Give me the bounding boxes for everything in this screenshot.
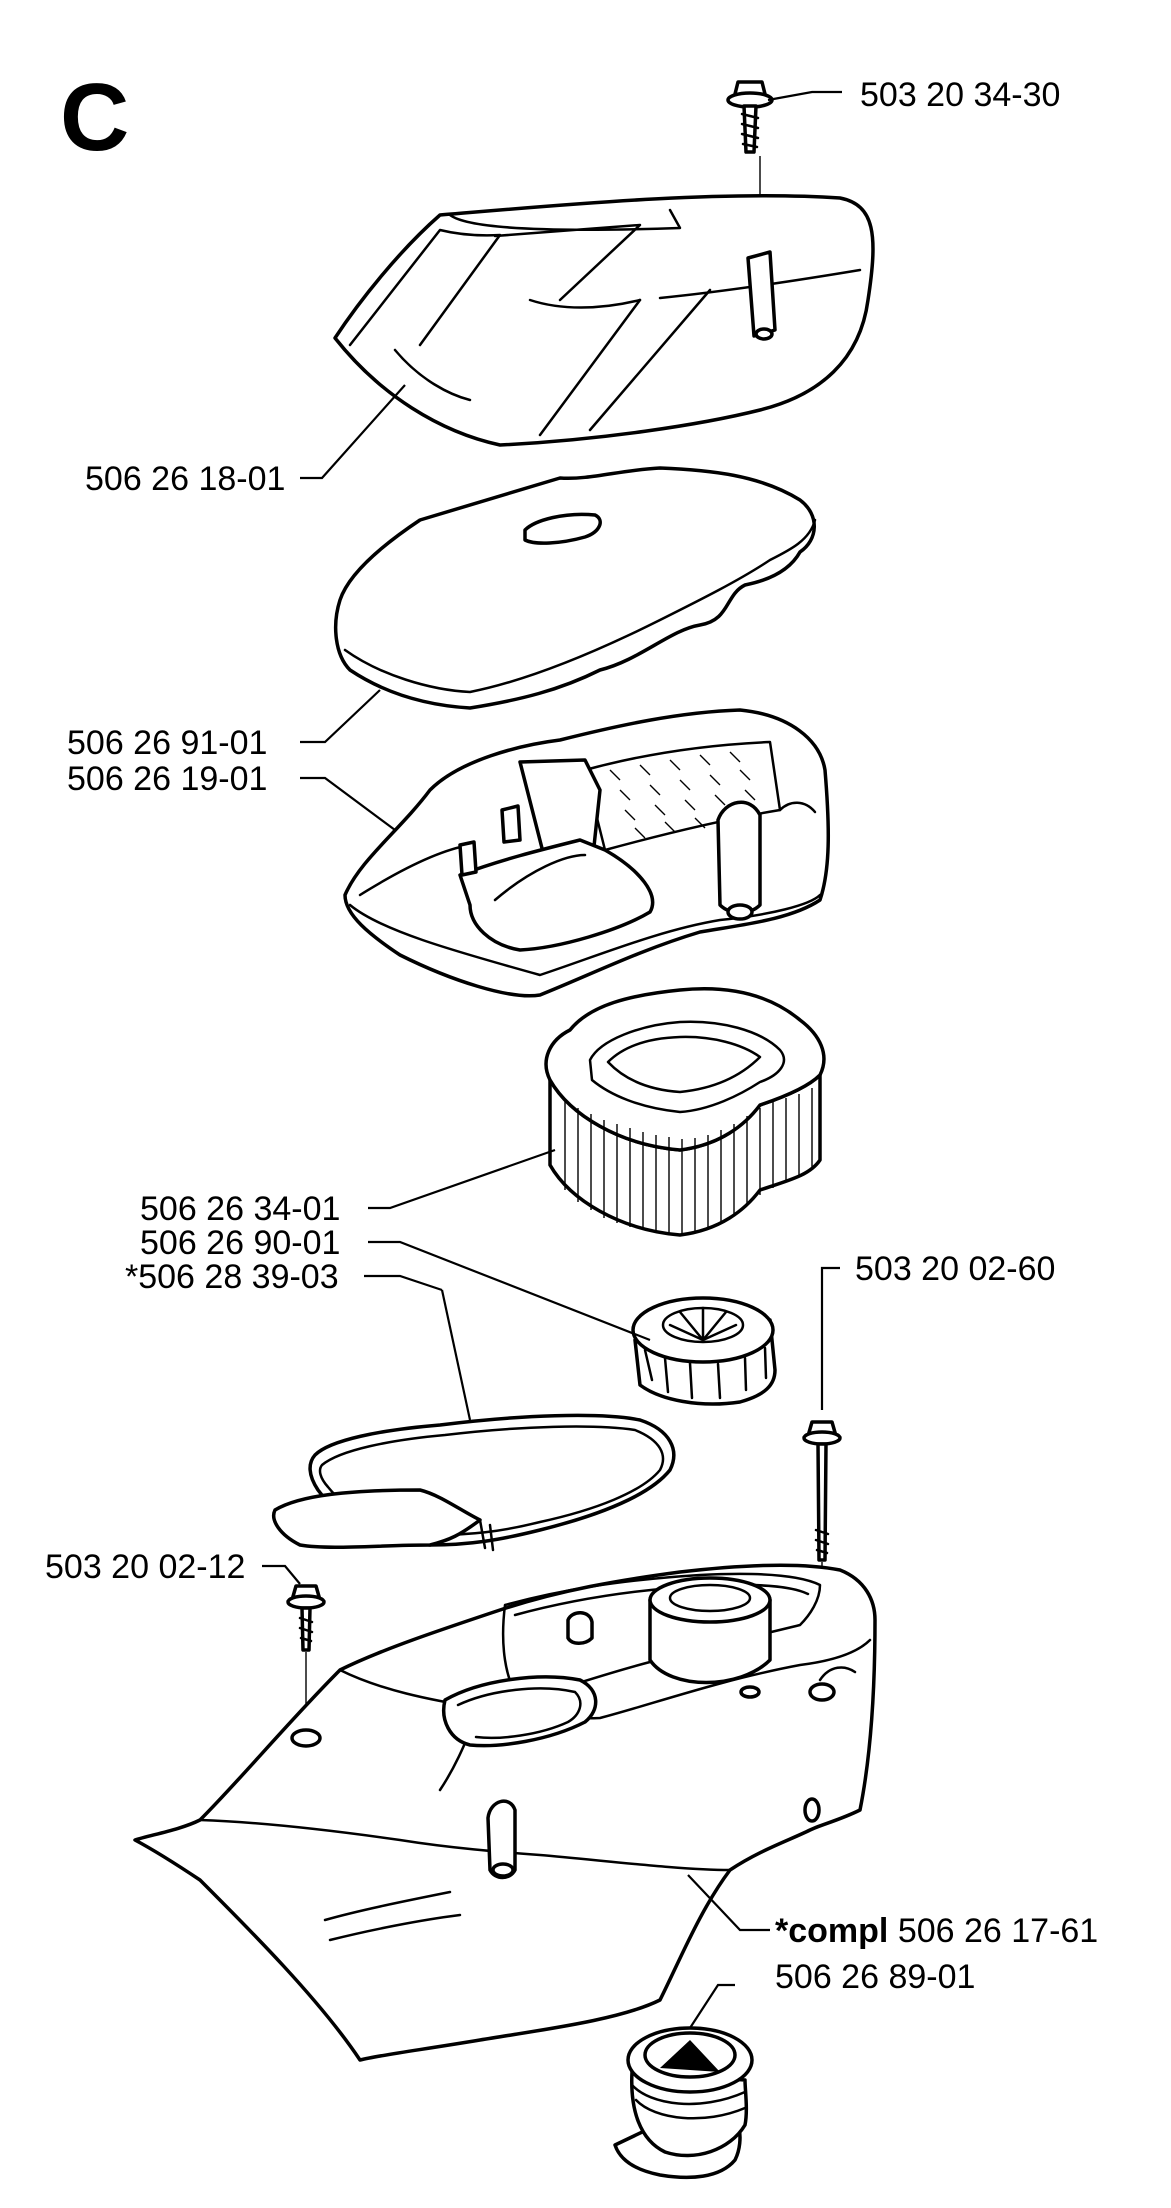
- leader-gasket: [364, 1274, 443, 1292]
- section-letter: C: [60, 64, 129, 171]
- leader-filter-nut: [368, 1240, 651, 1342]
- label-long-screw: 503 20 02-60: [855, 1250, 1055, 1288]
- leader-short-screw: [262, 1564, 301, 1585]
- rubber-bellows-part: [613, 2026, 754, 2180]
- filter-nut-part: [631, 1296, 777, 1406]
- label-base-prefix: *compl: [775, 1912, 888, 1950]
- air-filter-part: [544, 987, 826, 1237]
- label-bellows: 506 26 89-01: [775, 1958, 975, 1996]
- label-cover: 506 26 18-01: [85, 460, 285, 498]
- label-screw-top: 503 20 34-30: [860, 76, 1060, 114]
- gasket-part: [272, 1289, 676, 1552]
- label-gasket: *506 28 39-03: [125, 1258, 339, 1296]
- label-air-filter: 506 26 34-01: [140, 1190, 340, 1228]
- leader-screw-top: [767, 90, 842, 102]
- label-filter-nut: 506 26 90-01: [140, 1224, 340, 1262]
- leader-long-screw: [820, 1266, 840, 1410]
- leader-bellows: [689, 1983, 735, 2029]
- prefilter-part: [333, 466, 817, 710]
- leader-base: [687, 1874, 770, 1932]
- top-screw-part: [726, 80, 774, 154]
- leader-filter-housing: [300, 776, 396, 831]
- short-screw-part: [286, 1584, 326, 1652]
- leader-air-filter: [368, 1148, 556, 1210]
- label-filter-housing: 506 26 19-01: [67, 760, 267, 798]
- label-base: *compl 506 26 17-61: [775, 1912, 1098, 1950]
- label-short-screw: 503 20 02-12: [45, 1548, 245, 1586]
- long-screw-part: [802, 1420, 842, 1562]
- base-part: [133, 1563, 877, 2062]
- label-prefilter: 506 26 91-01: [67, 724, 267, 762]
- label-base-number: 506 26 17-61: [898, 1912, 1098, 1950]
- leader-cover: [300, 384, 406, 480]
- filter-housing-part: [343, 708, 831, 998]
- cover-part: [333, 193, 875, 447]
- leader-prefilter: [300, 689, 381, 744]
